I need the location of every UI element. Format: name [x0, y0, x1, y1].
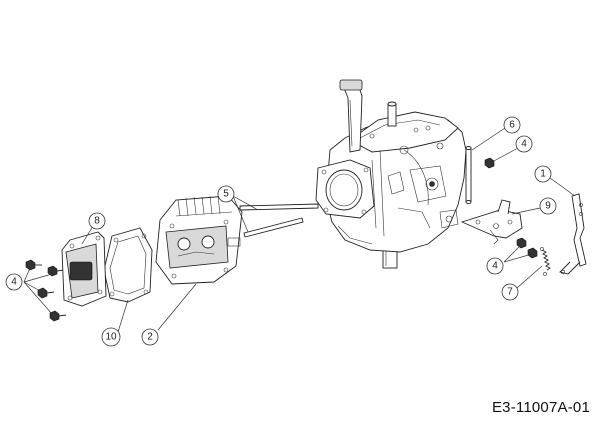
callout-5: 5: [217, 185, 235, 203]
callout-4-left: 4: [5, 273, 23, 291]
callout-8: 8: [88, 212, 106, 230]
callout-6-label: 6: [509, 120, 515, 131]
callout-10: 10: [101, 327, 121, 347]
callout-2: 2: [141, 328, 159, 346]
drawing-code: E3-11007A-01: [491, 399, 590, 416]
callout-7-label: 7: [507, 287, 513, 298]
callout-2-label: 2: [147, 332, 153, 343]
valve-cover-icon: [61, 231, 107, 307]
engine-block-icon: [315, 79, 467, 269]
callout-10-label: 10: [105, 332, 117, 343]
callout-4-left-label: 4: [11, 277, 17, 288]
callout-4-upper-right: 4: [515, 135, 533, 153]
dipstick-icon: [465, 146, 472, 204]
cylinder-head-icon: [155, 195, 243, 285]
push-rod-icon: [239, 203, 319, 238]
head-gasket-icon: [103, 227, 153, 303]
callout-1: 1: [534, 165, 552, 183]
callout-4-lower-right: 4: [486, 257, 504, 275]
callout-7: 7: [501, 283, 519, 301]
callout-8-label: 8: [94, 216, 100, 227]
callout-6: 6: [503, 116, 521, 134]
callout-5-label: 5: [223, 189, 229, 200]
bolt-icon: [25, 157, 538, 322]
callout-4-lower-right-label: 4: [492, 261, 498, 272]
callout-9-label: 9: [545, 201, 551, 212]
leader-lines: [23, 127, 576, 333]
governor-lever-icon: [559, 193, 587, 275]
callout-9: 9: [539, 197, 557, 215]
callout-4-upper-right-label: 4: [521, 139, 527, 150]
callout-1-label: 1: [540, 169, 546, 180]
bracket-icon: [460, 199, 523, 245]
spring-icon: [540, 247, 551, 276]
